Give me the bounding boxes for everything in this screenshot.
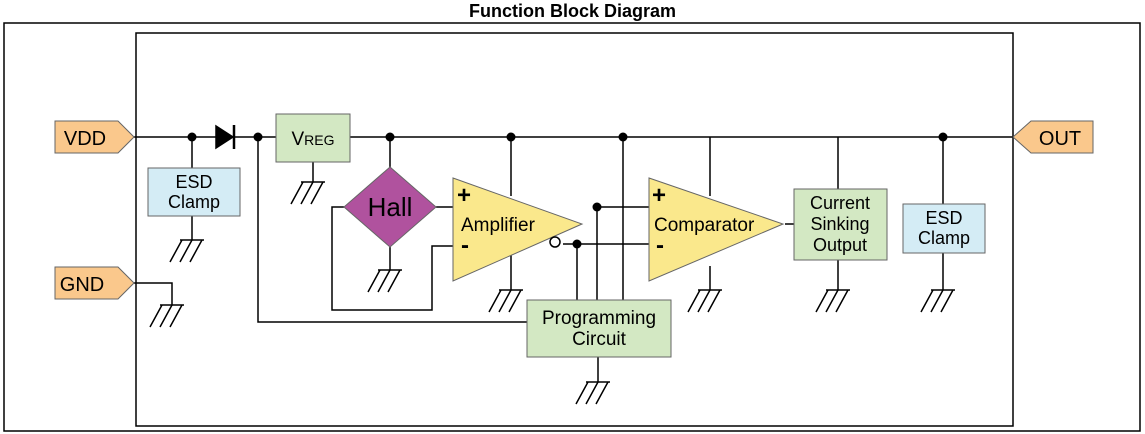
- junction-dot: [253, 132, 263, 142]
- ground-icon: [169, 239, 204, 263]
- ground-icon: [815, 289, 850, 313]
- hall-label: Hall: [368, 192, 413, 222]
- diagram-title: Function Block Diagram: [468, 1, 677, 21]
- junction-dot: [572, 239, 582, 249]
- amplifier-plus: +: [457, 182, 471, 209]
- amplifier-inverted-output: [549, 236, 561, 248]
- ground-icon: [920, 289, 955, 313]
- comparator: + - Comparator: [648, 177, 785, 282]
- amplifier-label: Amplifier: [461, 215, 536, 236]
- esd-left-line2: Clamp: [168, 192, 220, 212]
- esd-right-line2: Clamp: [918, 228, 970, 248]
- amplifier-minus: -: [461, 232, 469, 259]
- ground-icon: [367, 269, 402, 293]
- amplifier: + - Amplifier: [452, 177, 584, 282]
- pin-vdd-label: VDD: [64, 128, 106, 150]
- esd-clamp-right: ESD Clamp: [902, 203, 986, 254]
- ground-icon: [290, 181, 325, 205]
- esd-right-line1: ESD: [925, 208, 962, 228]
- hall-sensor: Hall: [343, 166, 437, 248]
- junction-dots: [187, 132, 948, 249]
- current-sinking-line3: Output: [813, 235, 867, 255]
- pin-vdd: VDD: [54, 120, 135, 154]
- junction-dot: [187, 132, 197, 142]
- vreg-block: VREG: [275, 113, 351, 163]
- chip-boundary: [135, 32, 1014, 427]
- outer-frame: [3, 22, 1141, 432]
- vreg-sub: REG: [304, 132, 334, 148]
- pin-gnd: GND: [54, 266, 135, 300]
- comparator-plus: +: [652, 182, 666, 209]
- vreg-main: V: [291, 129, 304, 150]
- esd-clamp-left: ESD Clamp: [147, 167, 241, 217]
- svg-text:VREG: VREG: [291, 129, 334, 150]
- junction-dot: [385, 132, 395, 142]
- ground-icon: [687, 289, 722, 313]
- diode-symbol: [215, 124, 236, 150]
- programming-line2: Circuit: [572, 329, 627, 350]
- junction-dot: [506, 132, 516, 142]
- current-sinking-output: Current Sinking Output: [793, 188, 888, 261]
- wires: [134, 136, 1013, 382]
- esd-left-line1: ESD: [175, 172, 212, 192]
- current-sinking-line2: Sinking: [810, 214, 869, 234]
- junction-dot: [938, 132, 948, 142]
- comparator-minus: -: [656, 232, 664, 259]
- ground-icon: [575, 381, 610, 405]
- programming-line1: Programming: [542, 308, 656, 329]
- ground-icon: [149, 304, 184, 328]
- ground-icon: [488, 289, 523, 313]
- current-sinking-line1: Current: [810, 193, 870, 213]
- pin-out-label: OUT: [1039, 128, 1081, 150]
- pin-out: OUT: [1012, 120, 1094, 154]
- comparator-label: Comparator: [654, 215, 755, 236]
- junction-dot: [592, 202, 602, 212]
- ground-symbols: [149, 181, 955, 405]
- pin-gnd-label: GND: [60, 274, 104, 296]
- junction-dot: [618, 132, 628, 142]
- programming-circuit: Programming Circuit: [526, 299, 672, 358]
